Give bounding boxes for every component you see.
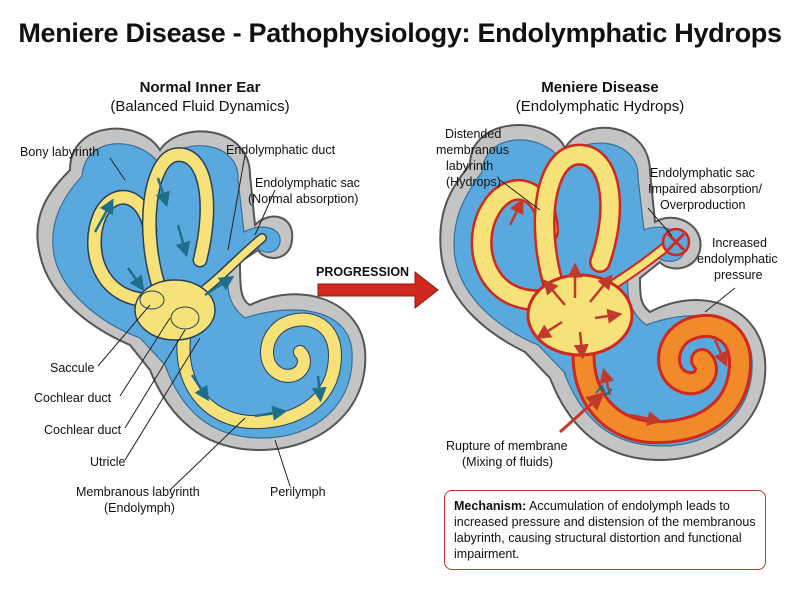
normal-flow-arrows — [93, 177, 327, 421]
label-rupture-sub: (Mixing of fluids) — [462, 455, 553, 469]
right-panel-heading: Meniere Disease — [541, 79, 659, 96]
membranous-labyrinth-shape — [86, 147, 343, 430]
label-endolymphatic-duct: Endolymphatic duct — [226, 143, 336, 157]
rupture-site — [558, 384, 613, 434]
left-leader-lines — [97, 154, 291, 491]
mechanism-label: Mechanism: — [454, 499, 527, 513]
right-panel-header: Meniere Disease (Endolymphatic Hydrops) — [460, 78, 740, 116]
label-cochlear-duct-2: Cochlear duct — [44, 423, 122, 437]
label-saccule: Saccule — [50, 361, 95, 375]
left-panel-header: Normal Inner Ear (Balanced Fluid Dynamic… — [60, 78, 340, 116]
label-distended-3: labyrinth — [446, 159, 493, 173]
right-leader-lines — [499, 179, 736, 313]
label-distended-1: Distended — [445, 127, 501, 141]
label-pressure-3: pressure — [714, 268, 763, 282]
label-distended-2: membranous — [436, 143, 509, 157]
label-pressure-1: Increased — [712, 236, 767, 250]
label-cochlear-duct-1: Cochlear duct — [34, 391, 112, 405]
blocked-sac-icon — [661, 227, 691, 257]
normal-ear: Bony labyrinth Endolymphatic duct Endoly… — [20, 127, 367, 515]
left-panel-subheading: (Balanced Fluid Dynamics) — [110, 98, 290, 115]
page-title: Meniere Disease - Pathophysiology: Endol… — [18, 18, 782, 48]
meniere-ear: Distended membranous labyrinth (Hydrops)… — [436, 124, 778, 469]
label-membranous-labyrinth: Membranous labyrinth — [76, 485, 200, 499]
progression-label: PROGRESSION — [316, 265, 409, 279]
label-utricle: Utricle — [90, 455, 125, 469]
right-panel-subheading: (Endolymphatic Hydrops) — [515, 98, 685, 115]
label-endolymphatic-sac: Endolymphatic sac — [255, 176, 360, 190]
label-sac-impaired: Impaired absorption/ — [648, 182, 762, 196]
label-sac-diseased: Endolymphatic sac — [650, 166, 755, 180]
label-perilymph: Perilymph — [270, 485, 326, 499]
progression-arrow: PROGRESSION — [316, 265, 439, 310]
left-panel-heading: Normal Inner Ear — [139, 79, 261, 96]
mechanism-box: Mechanism: Accumulation of endolymph lea… — [444, 490, 766, 570]
label-endolymph: (Endolymph) — [104, 501, 175, 515]
label-rupture: Rupture of membrane — [446, 439, 568, 453]
label-endolymphatic-sac-sub: (Normal absorption) — [248, 192, 358, 206]
label-sac-overproduction: Overproduction — [660, 198, 746, 212]
mechanism-text: Accumulation of endolymph leads to incre… — [454, 499, 756, 561]
label-pressure-2: endolymphatic — [697, 252, 778, 266]
vestibule-shape — [134, 279, 216, 341]
label-bony-labyrinth: Bony labyrinth — [20, 145, 99, 159]
label-distended-4: (Hydrops) — [446, 175, 501, 189]
